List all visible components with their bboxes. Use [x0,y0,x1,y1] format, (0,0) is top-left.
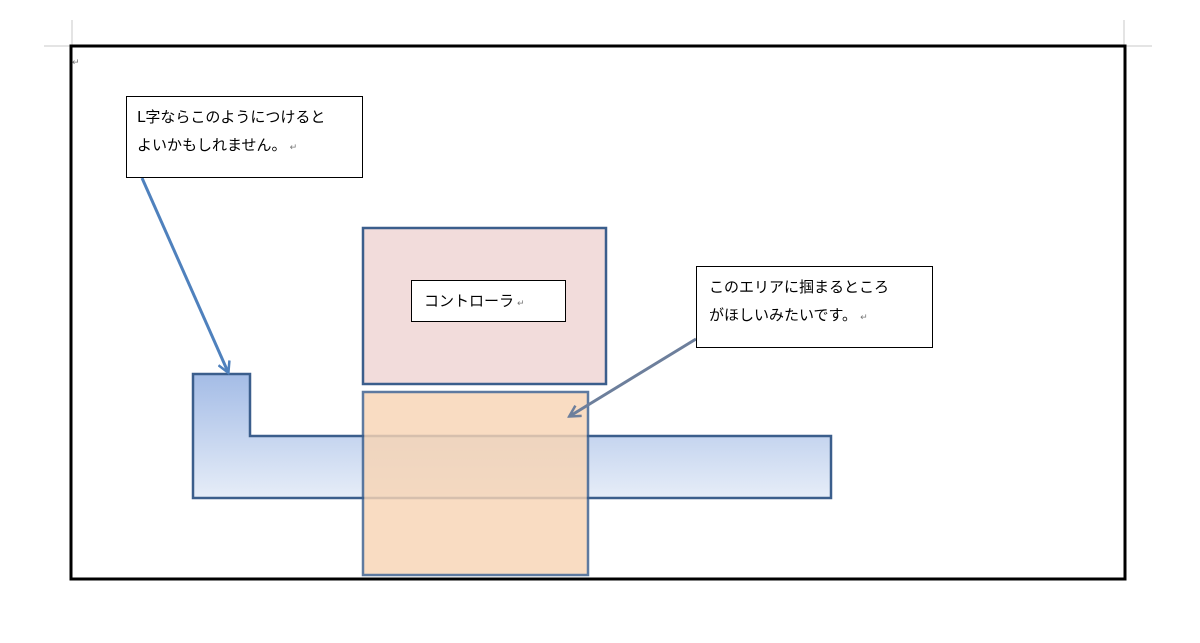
paragraph-mark-icon: ↵ [72,58,80,68]
callout-l-shape-line-2: よいかもしれません。 [137,136,287,154]
controller-label-box: コントローラ↵ [411,280,566,322]
callout-l-shape: L字ならこのようにつけると よいかもしれません。↵ [126,96,363,178]
controller-label: コントローラ [424,292,515,310]
arrow-to-grip-area [570,337,697,416]
callout-grip-area: このエリアに掴まるところ がほしいみたいです。↵ [696,266,933,348]
outer-frame [69,44,1127,581]
return-mark-icon: ↵ [289,143,298,153]
arrow-to-l-shape [140,177,228,372]
callout-l-shape-line-2-wrap: よいかもしれません。↵ [137,131,362,162]
grip-area-box [361,390,590,577]
return-mark-icon: ↵ [860,313,868,323]
callout-area-line-1: このエリアに掴まるところ [709,278,890,296]
callout-area-line-2-wrap: がほしいみたいです。↵ [709,301,932,332]
return-mark-icon: ↵ [517,299,525,309]
callout-area-line-2: がほしいみたいです。 [709,306,858,324]
callout-l-shape-line-1: L字ならこのようにつけると [137,108,326,126]
